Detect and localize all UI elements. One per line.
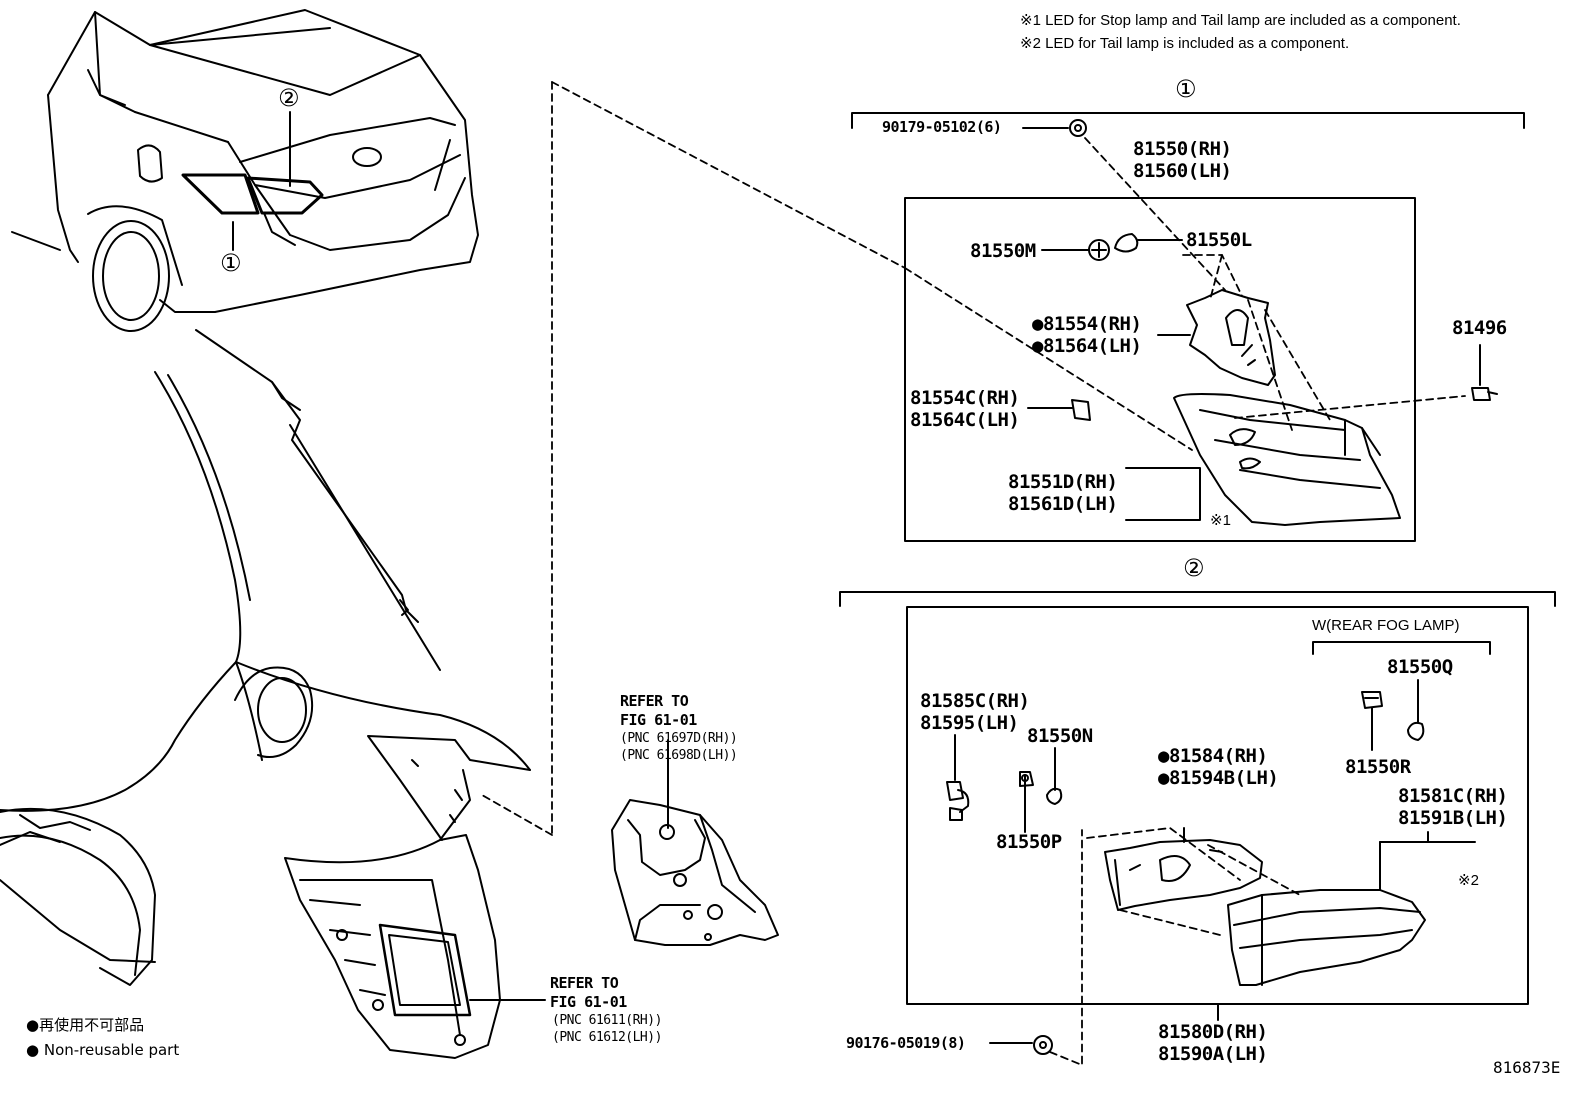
label-rear-fog-lamp: W(REAR FOG LAMP) (1312, 617, 1460, 634)
inner-panel-illustration (611, 799, 779, 946)
part-90179-05102: 90179-05102(6) (882, 118, 1002, 136)
part-81591b-lh: 81591B(LH) (1398, 807, 1508, 829)
refer1-line1: REFER TO (620, 692, 689, 710)
mark-note-2: ※2 (1458, 872, 1479, 889)
refer1-line4: (PNC 61698D(LH)) (620, 748, 738, 763)
rear-combination-lamp-inner-icon (1227, 889, 1426, 986)
part-81550n: 81550N (1027, 725, 1093, 747)
part-81550q: 81550Q (1387, 656, 1453, 678)
refer2-line3: (PNC 61611(RH)) (552, 1013, 662, 1028)
part-81584-rh: ●81584(RH) (1158, 745, 1268, 767)
car-illustration (11, 9, 479, 332)
part-81550-rh: 81550(RH) (1133, 138, 1232, 160)
part-81594b-lh: ●81594B(LH) (1158, 767, 1279, 789)
part-81581c-rh: 81581C(RH) (1398, 785, 1508, 807)
part-81590a-lh: 81590A(LH) (1158, 1043, 1268, 1065)
part-81550p: 81550P (996, 831, 1062, 853)
refer1-line2: FIG 61-01 (620, 711, 697, 729)
part-90176-05019: 90176-05019(8) (846, 1034, 966, 1052)
bulb-81550n-icon (1046, 787, 1063, 805)
bolt-90176-icon (1033, 1035, 1053, 1055)
refer2-line4: (PNC 61612(LH)) (552, 1030, 662, 1045)
gasket-81584-icon (1104, 839, 1263, 911)
part-81554c-rh: 81554C(RH) (910, 387, 1020, 409)
part-81550l: 81550L (1186, 229, 1252, 251)
refer2-line2: FIG 61-01 (550, 993, 627, 1011)
group-callout-2: ② (1183, 554, 1205, 582)
part-81564-lh: ●81564(LH) (1032, 335, 1142, 357)
note-led-tail: ※2 LED for Tail lamp is included as a co… (1020, 35, 1350, 52)
part-81560-lh: 81560(LH) (1133, 160, 1232, 182)
bulb-81550q-icon (1407, 721, 1425, 741)
car-callout-2: ② (278, 84, 300, 112)
bulb-81550p-icon (1019, 771, 1034, 787)
quarter-panel-illustration (0, 329, 531, 1059)
part-81561d-lh: 81561D(LH) (1008, 493, 1118, 515)
part-81496: 81496 (1452, 317, 1507, 339)
part-81554-rh: ●81554(RH) (1032, 313, 1142, 335)
bolt-90179-icon (1069, 119, 1087, 137)
rear-combination-lamp-outer-icon (1173, 393, 1401, 526)
legend-non-reusable: ● Non-reusable part (26, 1041, 180, 1059)
part-81595-lh: 81595(LH) (920, 712, 1019, 734)
refer1-line3: (PNC 61697D(RH)) (620, 731, 738, 746)
part-81551d-rh: 81551D(RH) (1008, 471, 1118, 493)
socket-81585c-icon (946, 781, 970, 821)
part-81580d-rh: 81580D(RH) (1158, 1021, 1268, 1043)
group-callout-1: ① (1175, 75, 1197, 103)
note-led-stop-tail: ※1 LED for Stop lamp and Tail lamp are i… (1020, 12, 1461, 29)
legend-japanese: ●再使用不可部品 (26, 1016, 145, 1034)
car-callout-1: ① (220, 249, 242, 277)
part-81585c-rh: 81585C(RH) (920, 690, 1030, 712)
bulb-81550l-icon (1114, 233, 1139, 253)
part-81550r: 81550R (1345, 756, 1411, 778)
illustration-code: 816873E (1493, 1058, 1561, 1077)
refer2-line1: REFER TO (550, 974, 619, 992)
part-81564c-lh: 81564C(LH) (910, 409, 1020, 431)
socket-81550m-icon (1088, 239, 1110, 261)
socket-81550r-icon (1361, 691, 1383, 709)
part-81550m: 81550M (970, 240, 1036, 262)
clip-81554c-icon (1071, 399, 1091, 421)
mark-note-1: ※1 (1210, 512, 1231, 529)
nut-81496-icon (1471, 387, 1498, 401)
gasket-81554-icon (1186, 289, 1276, 386)
